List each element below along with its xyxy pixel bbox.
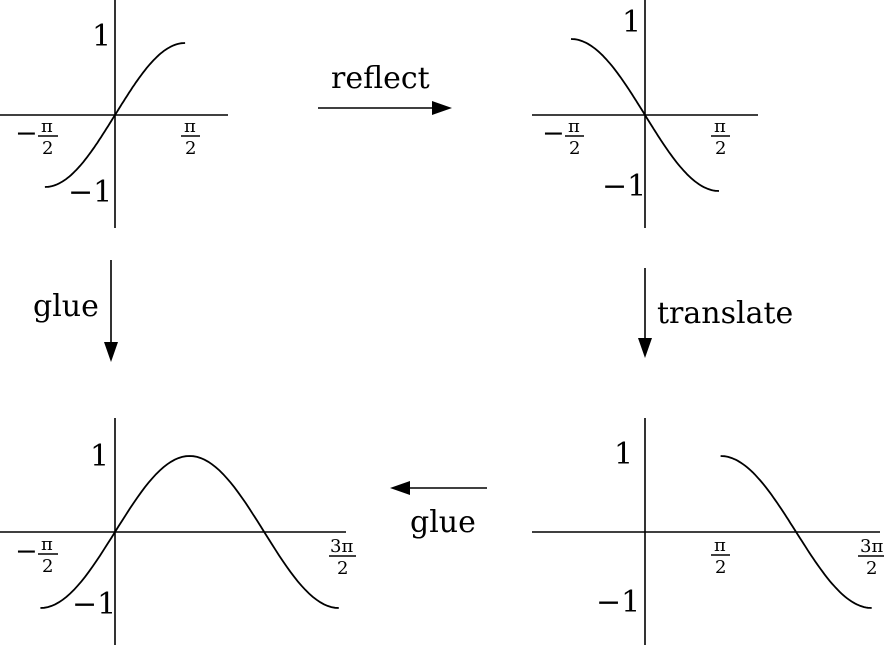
- tick-pi: π: [184, 116, 196, 137]
- glued-sine-curve: [40, 455, 339, 609]
- tick-three-pi: 3π: [330, 536, 353, 557]
- tick-two: 2: [569, 138, 580, 159]
- tick-half-pi: π 2: [711, 535, 730, 578]
- tick-two: 2: [185, 138, 196, 159]
- reflect-arrow: reflect: [318, 61, 452, 115]
- arrow-head: [390, 481, 410, 495]
- tick-two: 2: [866, 558, 877, 579]
- arrow-head: [638, 338, 652, 358]
- panel-glued: 1 −1 − π 2 3π 2: [0, 418, 356, 645]
- glue-label: glue: [33, 289, 99, 324]
- tick-label-one: 1: [614, 437, 633, 472]
- tick-label-neg-one: −1: [596, 585, 640, 620]
- glue-arrow-left: glue: [390, 481, 487, 540]
- reflect-label: reflect: [331, 61, 430, 96]
- translate-label: translate: [657, 296, 793, 331]
- tick-neg-half-pi: − π 2: [542, 116, 584, 159]
- panel-sine-restricted: 1 −1 − π 2 π 2: [0, 0, 228, 228]
- tick-two: 2: [715, 138, 726, 159]
- tick-neg-half-pi: − π 2: [15, 534, 58, 577]
- tick-two: 2: [715, 557, 726, 578]
- arrow-head: [432, 101, 452, 115]
- tick-half-pi: π 2: [181, 116, 200, 159]
- tick-neg-half-pi: − π 2: [15, 116, 58, 159]
- tick-label-neg-one: −1: [602, 169, 646, 204]
- tick-three-half-pi: 3π 2: [329, 536, 356, 579]
- tick-label-neg-one: −1: [72, 587, 116, 622]
- tick-pi: π: [568, 116, 580, 137]
- sine-curve: [44, 42, 186, 188]
- tick-pi: π: [41, 116, 53, 137]
- tick-pi: π: [714, 535, 726, 556]
- glue-arrow-down: glue: [33, 260, 118, 362]
- minus-sign: −: [15, 118, 38, 149]
- tick-pi: π: [714, 116, 726, 137]
- reflected-curve: [570, 38, 720, 192]
- tick-label-neg-one: −1: [68, 175, 112, 210]
- glue-label: glue: [410, 505, 476, 540]
- tick-two: 2: [42, 556, 53, 577]
- tick-three-half-pi: 3π 2: [858, 536, 884, 579]
- minus-sign: −: [542, 118, 565, 149]
- tick-label-one: 1: [622, 5, 641, 40]
- minus-sign: −: [15, 536, 38, 567]
- tick-label-one: 1: [92, 19, 111, 54]
- panel-translated: 1 −1 π 2 3π 2: [532, 418, 884, 645]
- tick-pi: π: [41, 534, 53, 555]
- tick-two: 2: [42, 138, 53, 159]
- tick-label-one: 1: [90, 439, 109, 474]
- arrow-head: [104, 342, 118, 362]
- panel-reflected: 1 −1 − π 2 π 2: [532, 0, 758, 228]
- tick-three-pi: 3π: [860, 536, 883, 557]
- tick-two: 2: [337, 558, 348, 579]
- translate-arrow: translate: [638, 268, 793, 358]
- translated-curve: [720, 455, 872, 609]
- tick-half-pi: π 2: [711, 116, 730, 159]
